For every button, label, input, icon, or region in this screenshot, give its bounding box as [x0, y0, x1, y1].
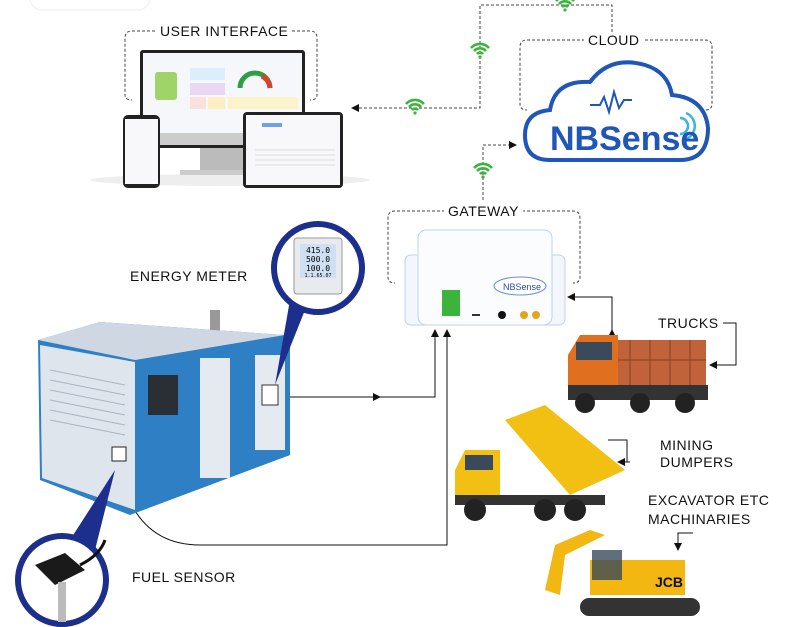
fuel-sensor-image	[35, 539, 107, 622]
gateway-label: GATEWAY	[444, 203, 523, 219]
user-interface-label: USER INTERFACE	[156, 23, 293, 39]
svg-text:JCB: JCB	[655, 574, 683, 590]
gateway-to-cloud-link	[482, 141, 517, 200]
excavator-image: JCB	[545, 530, 700, 616]
wifi-icon	[404, 98, 426, 116]
truck-image	[568, 335, 708, 413]
fuel-sensor-label: FUEL SENSOR	[128, 569, 240, 585]
dumpers-label: DUMPERS	[656, 454, 738, 470]
trucks-label: TRUCKS	[654, 315, 723, 331]
gateway-bracket	[387, 210, 445, 284]
gateway-device-image: NBSense	[404, 229, 566, 326]
cloud-to-ui-link	[351, 4, 613, 112]
dashboard-devices-image	[90, 50, 370, 188]
trucks-bracket	[709, 322, 737, 369]
wifi-icon	[472, 162, 494, 180]
nbsense-cloud-logo	[522, 60, 711, 162]
meter-reading: 415.0	[306, 246, 330, 255]
cloud-label: CLOUD	[584, 32, 644, 48]
cloud-logo-text: NBSense	[550, 120, 699, 158]
mining-label: MINING	[656, 437, 718, 453]
trucks-link	[567, 293, 613, 332]
ui-bracket	[124, 30, 155, 101]
excavator-label: EXCAVATOR ETC	[644, 492, 774, 508]
meter-reading: 500.0	[306, 255, 330, 264]
svg-text:NBSense: NBSense	[503, 282, 541, 292]
dumpers-bracket	[608, 439, 630, 463]
top-card	[29, 0, 151, 11]
machinaries-label: MACHINARIES	[644, 511, 755, 527]
excavator-bracket	[674, 532, 693, 551]
energy-meter-label: ENERGY METER	[126, 268, 252, 284]
meter-reading: 100.0	[306, 264, 330, 273]
mining-dumper-image	[455, 405, 625, 521]
generator-image	[38, 310, 290, 515]
meter-reading: 1.1.65.07	[304, 273, 331, 279]
cloud-bracket	[519, 39, 585, 111]
wifi-icon	[554, 0, 576, 13]
